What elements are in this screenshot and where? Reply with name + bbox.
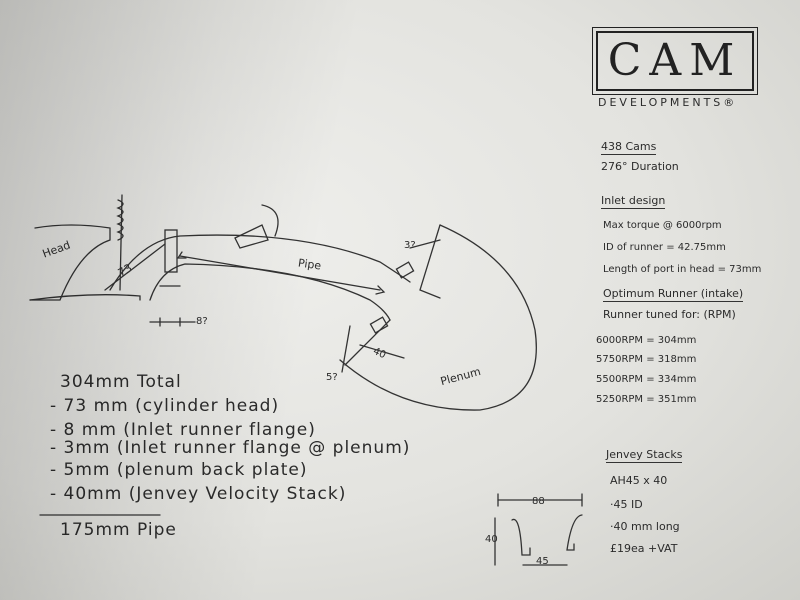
injector bbox=[234, 224, 269, 249]
valve-spring bbox=[116, 199, 124, 241]
note-jenvey-price: £19ea +VAT bbox=[610, 542, 678, 555]
logo-subtitle: DEVELOPMENTS® bbox=[598, 96, 737, 109]
calc-line: - 5mm (plenum back plate) bbox=[50, 460, 308, 480]
logo-letters: CAM bbox=[607, 35, 743, 86]
cam-logo: CAM bbox=[592, 27, 758, 95]
calc-result: 175mm Pipe bbox=[60, 520, 177, 540]
stack-right bbox=[566, 514, 583, 551]
note-jenvey-id: ·45 ID bbox=[610, 498, 643, 511]
stack-bore: 45 bbox=[536, 556, 549, 567]
note-tuned-for: Runner tuned for: (RPM) bbox=[603, 308, 736, 321]
logo-registered-mark: ® bbox=[723, 96, 738, 109]
stack-width: 88 bbox=[532, 496, 545, 507]
note-jenvey-heading: Jenvey Stacks bbox=[606, 448, 683, 463]
dim-8: 8? bbox=[196, 316, 208, 327]
note-jenvey-model: AH45 x 40 bbox=[610, 474, 668, 487]
note-cams: 438 Cams bbox=[601, 140, 657, 155]
stack-left bbox=[511, 518, 531, 556]
note-id-runner: ID of runner = 42.75mm bbox=[603, 242, 726, 253]
calc-line: - 40mm (Jenvey Velocity Stack) bbox=[50, 484, 347, 504]
calc-line: - 8 mm (Inlet runner flange) bbox=[50, 420, 316, 440]
note-torque: Max torque @ 6000rpm bbox=[603, 220, 722, 231]
stack-height: 40 bbox=[485, 534, 498, 545]
calc-line: - 73 mm (cylinder head) bbox=[50, 396, 280, 416]
rpm-row: 5500RPM = 334mm bbox=[596, 374, 697, 385]
note-optimum-heading: Optimum Runner (intake) bbox=[603, 287, 744, 302]
note-duration: 276° Duration bbox=[601, 160, 679, 173]
head-outline bbox=[29, 224, 111, 301]
rpm-row: 5250RPM = 351mm bbox=[596, 394, 697, 405]
rpm-row: 5750RPM = 318mm bbox=[596, 354, 697, 365]
note-jenvey-long: ·40 mm long bbox=[610, 520, 680, 533]
pipe-lower bbox=[149, 263, 391, 321]
calc-total: 304mm Total bbox=[60, 372, 182, 392]
pipe-upper bbox=[109, 234, 411, 291]
calc-line: - 3mm (Inlet runner flange @ plenum) bbox=[50, 438, 411, 458]
plenum-outline bbox=[339, 224, 537, 411]
note-port-length: Length of port in head = 73mm bbox=[603, 264, 762, 275]
rpm-row: 6000RPM = 304mm bbox=[596, 335, 697, 346]
logo-sub-text: DEVELOPMENTS bbox=[598, 96, 724, 109]
dim-5: 5? bbox=[326, 372, 338, 383]
dim-3: 3? bbox=[404, 240, 416, 251]
note-inlet-heading: Inlet design bbox=[601, 194, 666, 209]
